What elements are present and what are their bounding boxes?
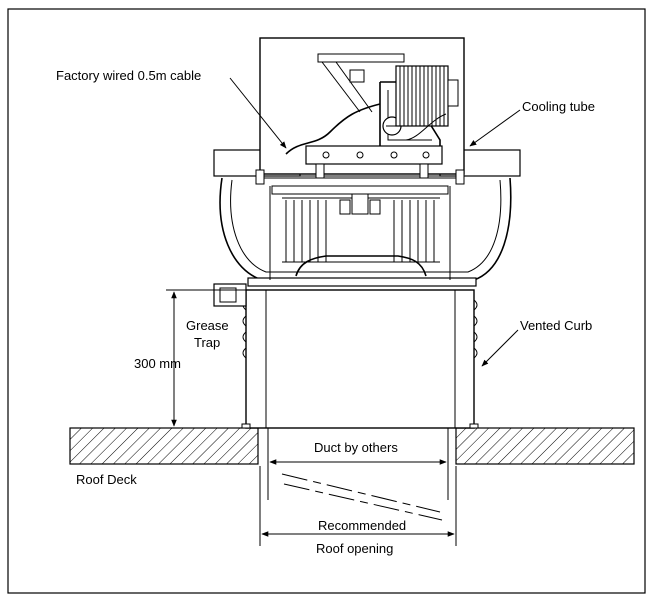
label-duct-by-others: Duct by others (314, 440, 398, 455)
label-height: 300 mm (134, 356, 181, 371)
label-cooling-tube: Cooling tube (522, 99, 595, 114)
label-factory-cable: Factory wired 0.5m cable (56, 68, 201, 83)
diagram-frame (7, 8, 646, 594)
roof-opening-dimension (259, 466, 457, 546)
height-dimension (166, 289, 246, 427)
motor-enclosure (255, 37, 465, 185)
grease-trap (213, 283, 247, 307)
label-vented-curb: Vented Curb (520, 318, 592, 333)
impeller (269, 185, 451, 280)
label-grease-trap-1: Grease (186, 318, 229, 333)
roof-deck (69, 427, 635, 465)
label-grease-trap-2: Trap (194, 335, 220, 350)
leader-lines (229, 77, 521, 367)
label-roof-deck: Roof Deck (76, 472, 137, 487)
label-roof-opening-1: Recommended (318, 518, 406, 533)
label-roof-opening-2: Roof opening (316, 541, 393, 556)
vented-curb (241, 289, 479, 429)
